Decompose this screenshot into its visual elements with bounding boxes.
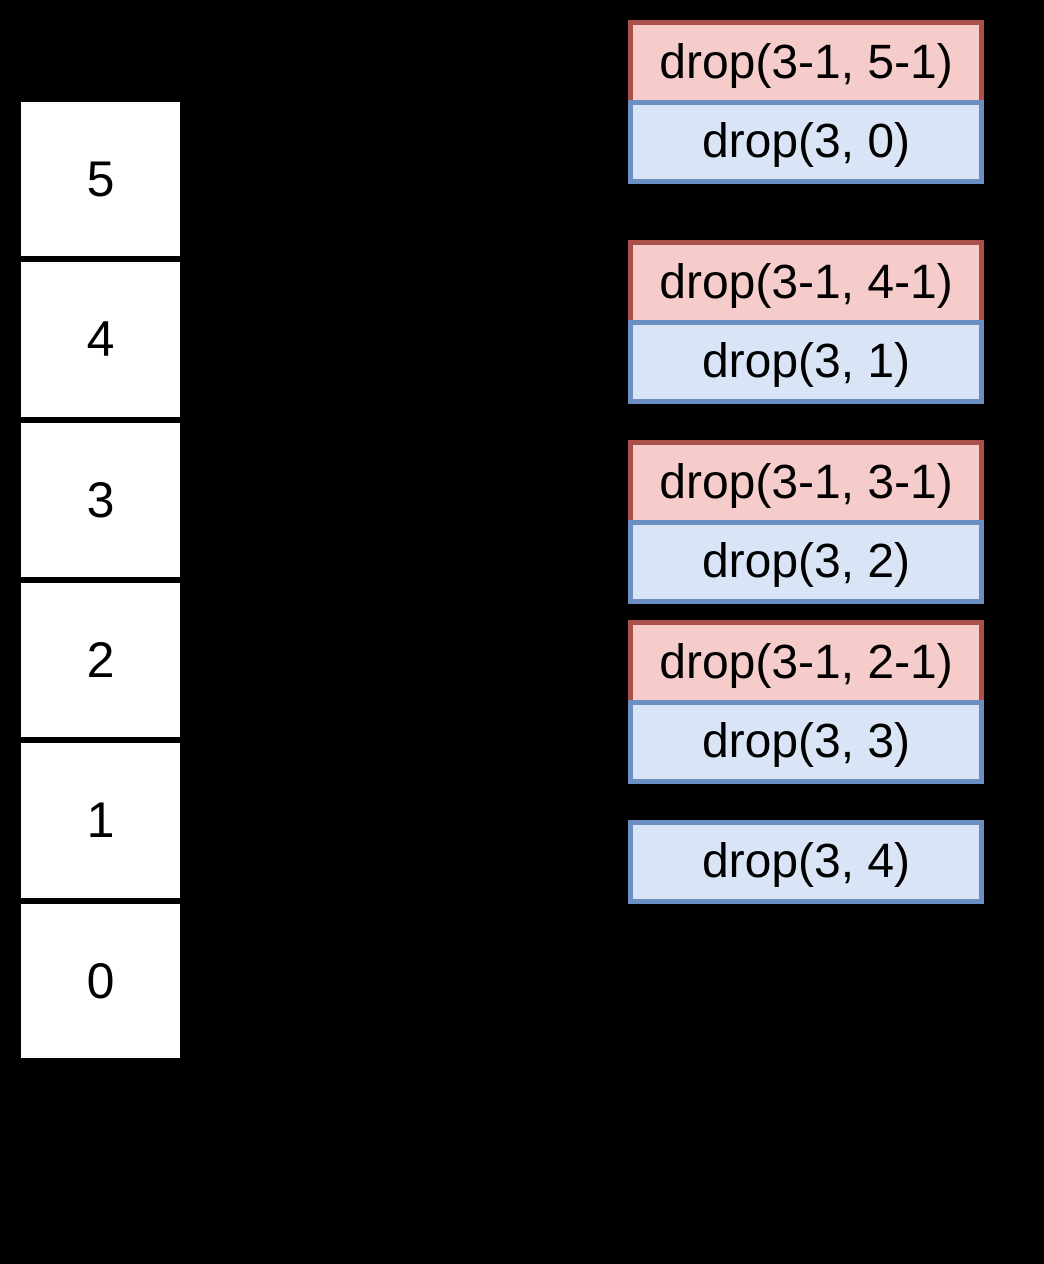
call-frame-group-1: drop(3-1, 5-1) drop(3, 0) xyxy=(628,20,984,184)
call-frame-group-3: drop(3-1, 3-1) drop(3, 2) xyxy=(628,440,984,604)
recursive-call-box: drop(3-1, 4-1) xyxy=(628,240,984,320)
call-frame-group-2: drop(3-1, 4-1) drop(3, 1) xyxy=(628,240,984,404)
index-cell-2: 2 xyxy=(21,582,180,738)
index-cell-label: 2 xyxy=(86,632,115,689)
recursive-call-label: drop(3-1, 4-1) xyxy=(659,255,953,309)
call-label: drop(3, 2) xyxy=(701,535,911,588)
call-frame-group-5: drop(3, 4) xyxy=(628,820,984,904)
recursive-call-label: drop(3-1, 3-1) xyxy=(659,455,953,509)
index-column: 5 4 3 2 1 0 xyxy=(21,102,180,1058)
index-cell-0: 0 xyxy=(21,903,180,1058)
recursive-call-label: drop(3-1, 2-1) xyxy=(659,635,953,689)
index-cell-4: 4 xyxy=(21,262,180,417)
index-cell-label: 1 xyxy=(86,792,115,849)
call-frame-group-4: drop(3-1, 2-1) drop(3, 3) xyxy=(628,620,984,784)
call-box: drop(3, 1) xyxy=(628,320,984,404)
call-box: drop(3, 0) xyxy=(628,100,984,184)
call-box: drop(3, 4) xyxy=(628,820,984,904)
call-label: drop(3, 0) xyxy=(701,115,911,168)
recursive-call-box: drop(3-1, 3-1) xyxy=(628,440,984,520)
recursive-call-box: drop(3-1, 2-1) xyxy=(628,620,984,700)
call-label: drop(3, 4) xyxy=(701,835,911,888)
index-cell-3: 3 xyxy=(21,422,180,577)
call-box: drop(3, 3) xyxy=(628,700,984,784)
recursive-call-label: drop(3-1, 5-1) xyxy=(659,35,953,89)
index-cell-label: 4 xyxy=(86,311,115,368)
index-cell-label: 5 xyxy=(86,151,115,208)
call-label: drop(3, 3) xyxy=(701,715,911,768)
index-cell-label: 3 xyxy=(86,471,115,528)
index-cell-5: 5 xyxy=(21,102,180,257)
index-cell-label: 0 xyxy=(86,952,115,1009)
call-label: drop(3, 1) xyxy=(701,335,911,388)
recursive-call-box: drop(3-1, 5-1) xyxy=(628,20,984,100)
call-box: drop(3, 2) xyxy=(628,520,984,604)
index-cell-1: 1 xyxy=(21,743,180,898)
